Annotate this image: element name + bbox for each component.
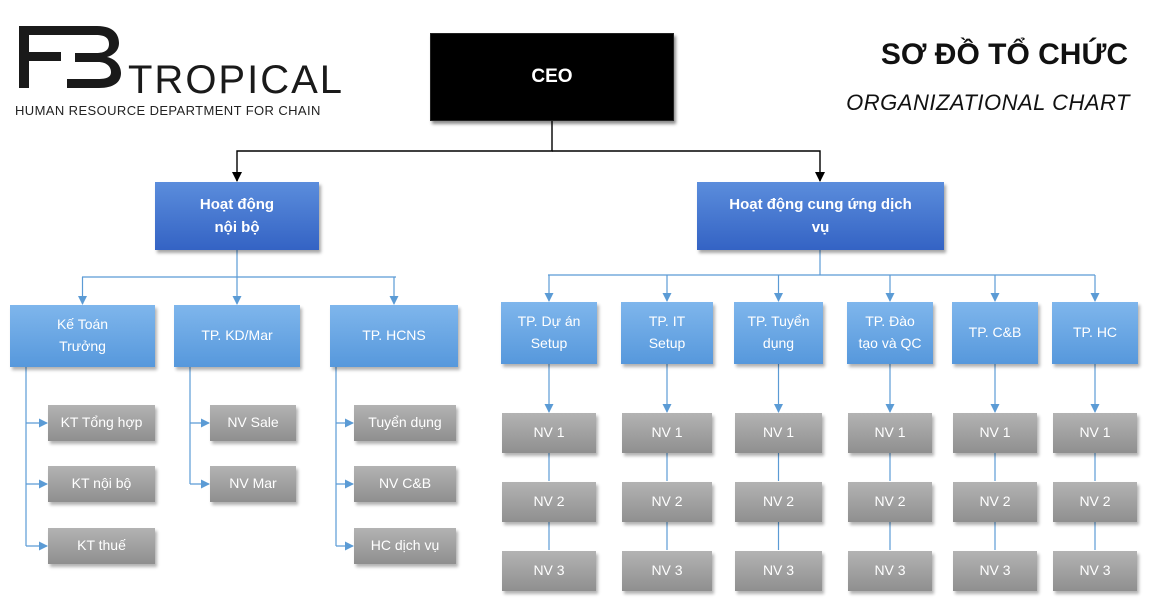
staff-internal-2-0[interactable]: Tuyển dụng [354, 405, 456, 441]
manager-service-1[interactable]: TP. IT Setup [621, 302, 713, 364]
staff-internal-2-2[interactable]: HC dịch vụ [354, 528, 456, 564]
chart-title-vietnamese: SƠ ĐỒ TỔ CHỨC [880, 38, 1128, 71]
staff-service-5-1[interactable]: NV 2 [1053, 482, 1137, 522]
manager-internal-2[interactable]: TP. HCNS [330, 305, 458, 367]
connector-line [552, 150, 825, 182]
staff-service-1-0[interactable]: NV 1 [622, 413, 712, 453]
staff-service-4-2[interactable]: NV 3 [953, 551, 1037, 591]
staff-internal-0-0[interactable]: KT Tổng hợp [48, 405, 155, 441]
staff-service-2-0[interactable]: NV 1 [735, 413, 822, 453]
manager-internal-1[interactable]: TP. KD/Mar [174, 305, 300, 367]
staff-service-2-2[interactable]: NV 3 [735, 551, 822, 591]
staff-service-0-1[interactable]: NV 2 [502, 482, 596, 522]
staff-service-0-0[interactable]: NV 1 [502, 413, 596, 453]
manager-service-3[interactable]: TP. Đào tạo và QC [847, 302, 933, 364]
dept-service-operations[interactable]: Hoạt động cung ứng dịch vụ [697, 182, 944, 250]
manager-service-5[interactable]: TP. HC [1052, 302, 1138, 364]
manager-service-0[interactable]: TP. Dự án Setup [501, 302, 597, 364]
staff-service-4-0[interactable]: NV 1 [953, 413, 1037, 453]
staff-service-3-2[interactable]: NV 3 [848, 551, 932, 591]
staff-service-3-0[interactable]: NV 1 [848, 413, 932, 453]
ceo-box[interactable]: CEO [430, 33, 674, 121]
staff-internal-0-1[interactable]: KT nội bộ [48, 466, 155, 502]
staff-service-0-2[interactable]: NV 3 [502, 551, 596, 591]
dept-internal-operations[interactable]: Hoạt động nội bộ [155, 182, 319, 250]
brand-name: TROPICAL [128, 58, 345, 102]
staff-internal-1-1[interactable]: NV Mar [210, 466, 296, 502]
staff-internal-0-2[interactable]: KT thuế [48, 528, 155, 564]
brand-subtitle: HUMAN RESOURCE DEPARTMENT FOR CHAIN [15, 103, 321, 118]
staff-service-1-1[interactable]: NV 2 [622, 482, 712, 522]
staff-service-5-2[interactable]: NV 3 [1053, 551, 1137, 591]
staff-service-5-0[interactable]: NV 1 [1053, 413, 1137, 453]
chart-title-english: ORGANIZATIONAL CHART [846, 90, 1130, 115]
connector-line [232, 121, 553, 182]
manager-service-2[interactable]: TP. Tuyển dụng [734, 302, 823, 364]
staff-internal-2-1[interactable]: NV C&B [354, 466, 456, 502]
staff-internal-1-0[interactable]: NV Sale [210, 405, 296, 441]
staff-service-2-1[interactable]: NV 2 [735, 482, 822, 522]
manager-internal-0[interactable]: Kế Toán Trưởng [10, 305, 155, 367]
manager-service-4[interactable]: TP. C&B [952, 302, 1038, 364]
staff-service-3-1[interactable]: NV 2 [848, 482, 932, 522]
brand-logo-mark [19, 26, 121, 88]
staff-service-1-2[interactable]: NV 3 [622, 551, 712, 591]
staff-service-4-1[interactable]: NV 2 [953, 482, 1037, 522]
